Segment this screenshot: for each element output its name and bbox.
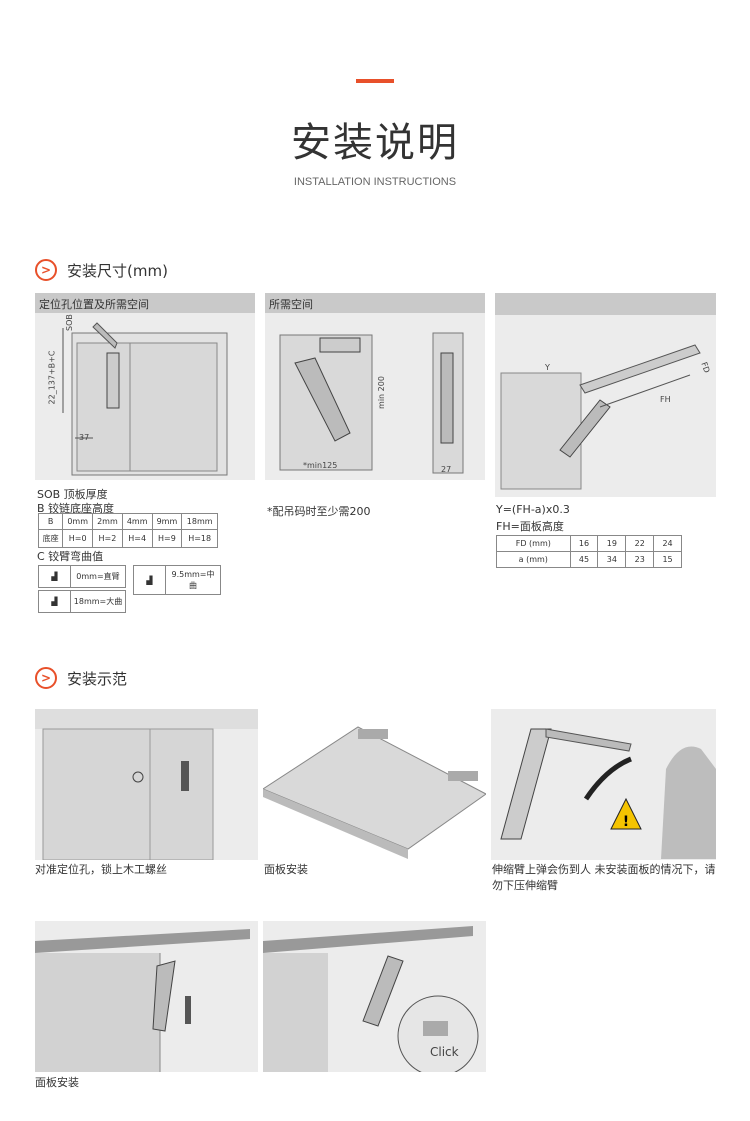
flap-diagram xyxy=(500,344,701,490)
page-subtitle: INSTALLATION INSTRUCTIONS xyxy=(293,176,457,188)
chevron-right-icon: > xyxy=(35,667,57,689)
cell: 45 xyxy=(569,551,599,568)
cell: 4mm xyxy=(121,513,153,530)
svg-text:!: ! xyxy=(623,814,629,830)
fh-label: FH xyxy=(660,395,671,404)
caption: 对准定位孔，锁上木工螺丝 xyxy=(35,863,167,876)
cell: H=0 xyxy=(62,529,94,548)
dim-37-label: 37 xyxy=(79,433,90,442)
cell: 18mm xyxy=(181,513,218,530)
cell: 34 xyxy=(597,551,627,568)
cell: H=2 xyxy=(92,529,123,548)
cell: 22 xyxy=(625,535,655,552)
min125-label: *min125 xyxy=(303,461,338,470)
hole-position-panel: 定位孔位置及所需空间 SOB 22_137+B+C 37 xyxy=(35,293,255,480)
arm-icon: ▟ xyxy=(133,565,166,595)
sob-text: SOB 顶板厚度 xyxy=(37,488,108,501)
panel2-note: *配吊码时至少需200 xyxy=(267,505,371,518)
cell: 15 xyxy=(653,551,682,568)
section-header-demo: > 安装示范 xyxy=(35,667,127,689)
page-title: 安装说明 xyxy=(291,120,459,166)
dim-27-label: 27 xyxy=(441,465,452,474)
cell: 0mm=直臂 xyxy=(70,565,126,588)
demo-image-mount-2: Click xyxy=(263,921,486,1072)
cell: 24 xyxy=(653,535,682,552)
cell: 0mm xyxy=(62,513,94,530)
arm-icon: ▟ xyxy=(38,565,71,588)
section-title: 安装示范 xyxy=(67,669,128,688)
arm-icon: ▟ xyxy=(38,590,71,613)
space-diagram xyxy=(279,332,464,474)
y-label: Y xyxy=(545,363,550,372)
required-space-panel: 所需空间 min 200 *min125 27 xyxy=(265,293,485,480)
panel-header: 所需空间 xyxy=(265,293,485,313)
caption: 面板安装 xyxy=(264,863,308,876)
cell: 9mm xyxy=(151,513,183,530)
section-header-dimensions: > 安装尺寸(mm) xyxy=(35,259,168,281)
caption: 面板安装 xyxy=(35,1076,79,1089)
cell: 底座 xyxy=(37,529,64,548)
cell: 16 xyxy=(569,535,599,552)
cell: 9.5mm=中曲 xyxy=(165,565,221,595)
cell: H=9 xyxy=(151,529,183,548)
demo-image-mount-1 xyxy=(35,921,258,1072)
cell: 19 xyxy=(597,535,627,552)
cabinet-diagram xyxy=(62,322,228,476)
sob-label: SOB xyxy=(64,314,74,331)
formula-fh: FH=面板高度 xyxy=(496,520,564,533)
cell: B xyxy=(37,513,64,530)
flap-geometry-panel: Y FD FH xyxy=(495,293,716,497)
chevron-right-icon: > xyxy=(35,259,57,281)
cell: H=4 xyxy=(121,529,153,548)
cell: a (mm) xyxy=(496,551,571,568)
accent-bar xyxy=(356,79,394,83)
demo-image-panel xyxy=(263,709,486,860)
demo-image-screws xyxy=(35,709,258,860)
c-item-0: ▟0mm=直臂 xyxy=(38,565,126,588)
demo-image-warning: ! xyxy=(491,709,716,860)
section-title: 安装尺寸(mm) xyxy=(67,261,168,280)
panel-header: 定位孔位置及所需空间 xyxy=(35,293,255,313)
formula-y: Y=(FH-a)x0.3 xyxy=(496,503,570,516)
formula-label: 22_137+B+C xyxy=(47,350,57,405)
b-text: B 铰链底座高度 xyxy=(37,502,115,515)
c-text: C 铰臂弯曲值 xyxy=(37,550,104,563)
caption: 伸缩臂上弹会伤到人 未安装面板的情况下，请勿下压伸缩臂 xyxy=(492,863,716,892)
cell: H=18 xyxy=(181,529,218,548)
cell: FD (mm) xyxy=(496,535,571,552)
c-item-2: ▟18mm=大曲 xyxy=(38,590,126,613)
cell: 2mm xyxy=(92,513,123,530)
min200-label: min 200 xyxy=(376,376,386,409)
cell: 23 xyxy=(625,551,655,568)
panel-header xyxy=(495,293,716,315)
c-item-1: ▟9.5mm=中曲 xyxy=(133,565,221,595)
click-label: Click xyxy=(430,1045,459,1059)
cell: 18mm=大曲 xyxy=(70,590,126,613)
